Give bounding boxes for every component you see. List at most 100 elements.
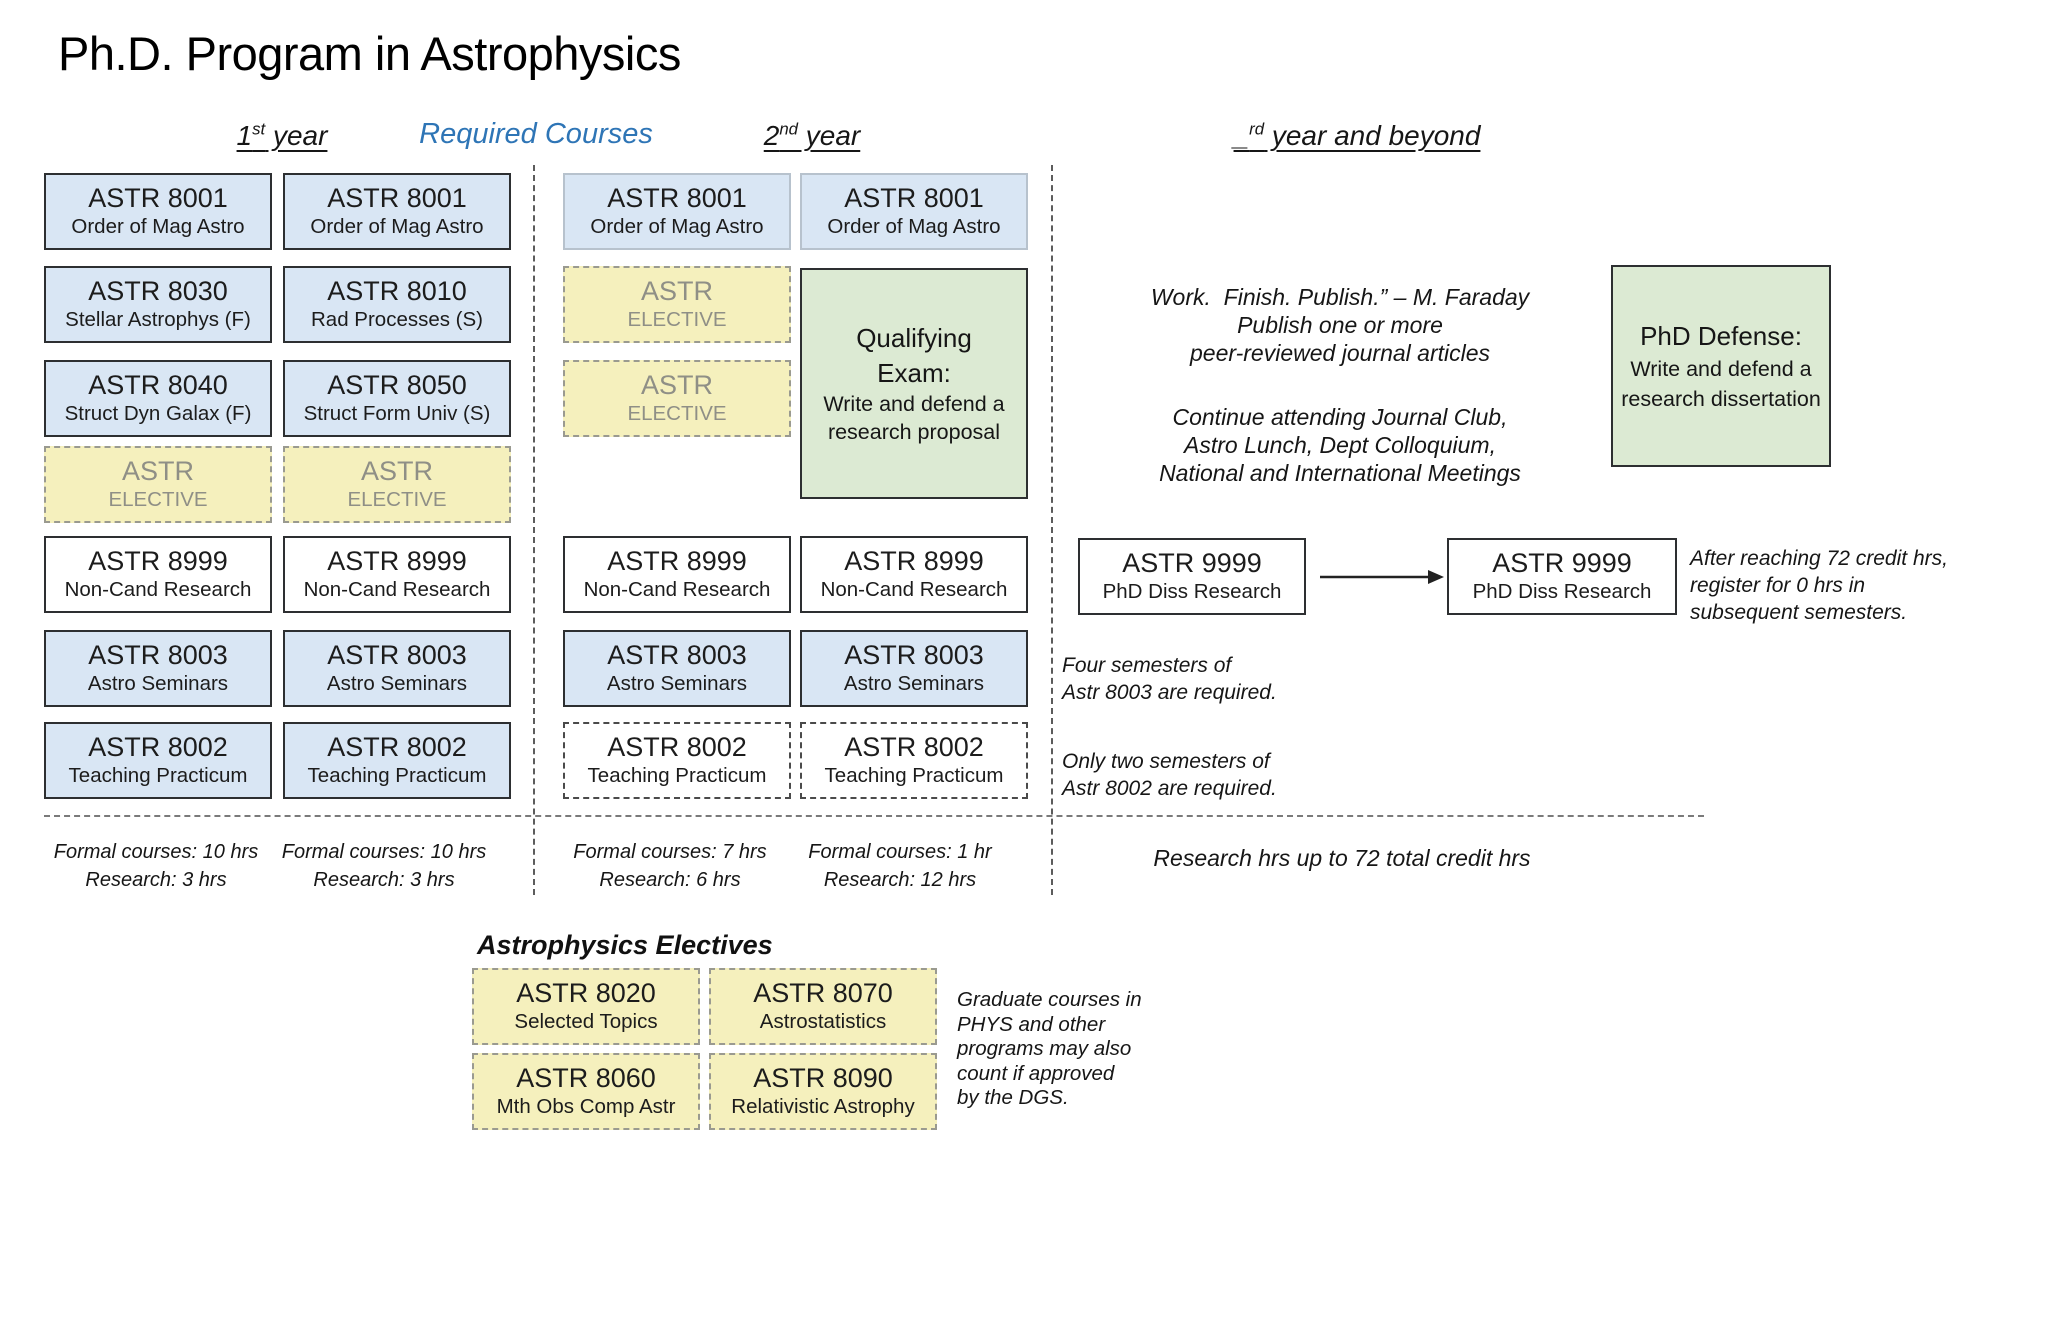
course-box: ASTR 8003 Astro Seminars: [283, 630, 511, 707]
course-code: ASTR 8001: [844, 183, 984, 214]
continue-line: Continue attending Journal Club,: [1172, 404, 1508, 430]
course-box: ASTR 8001 Order of Mag Astro: [44, 173, 272, 250]
year-1-number: 1: [236, 120, 253, 151]
hours-note-sem1: Formal courses: 10 hrs Research: 3 hrs: [36, 838, 276, 894]
four-semesters-note: Four semesters of Astr 8003 are required…: [1062, 652, 1292, 706]
course-box: ASTR 8040 Struct Dyn Galax (F): [44, 360, 272, 437]
course-name: Struct Form Univ (S): [303, 401, 491, 425]
course-box: ASTR 8002 Teaching Practicum: [44, 722, 272, 799]
course-code: ASTR 8999: [327, 546, 467, 577]
qualifying-exam-desc: research proposal: [827, 419, 1001, 444]
graduate-courses-note: Graduate courses in PHYS and other progr…: [957, 988, 1177, 1111]
course-box: ASTR 8999 Non-Cand Research: [283, 536, 511, 613]
qualifying-exam-title: Exam:: [877, 357, 951, 388]
note-line: Graduate courses in: [957, 988, 1142, 1011]
header-year-2: 2nd year: [712, 120, 912, 152]
course-name: Teaching Practicum: [68, 763, 248, 787]
elective-course-box: ASTR 8020 Selected Topics: [472, 968, 700, 1045]
course-code: ASTR 8003: [607, 640, 747, 671]
course-name: Teaching Practicum: [824, 763, 1004, 787]
course-box: ASTR 8002 Teaching Practicum: [800, 722, 1028, 799]
year-2-label: year: [798, 120, 861, 151]
course-name: Order of Mag Astro: [310, 214, 484, 238]
research-total-note: Research hrs up to 72 total credit hrs: [1153, 845, 1531, 871]
course-code: ASTR 8001: [607, 183, 747, 214]
note-line: After reaching 72 credit hrs,: [1690, 547, 1948, 570]
note-line: count if approved: [957, 1061, 1115, 1085]
course-code: ASTR: [640, 370, 713, 401]
year-divider-2: [1051, 165, 1053, 895]
course-name: Non-Cand Research: [583, 577, 771, 601]
course-box: ASTR 8999 Non-Cand Research: [563, 536, 791, 613]
page-title: Ph.D. Program in Astrophysics: [58, 27, 681, 80]
note-line: register for 0 hrs in: [1690, 574, 1866, 597]
course-code: ASTR: [640, 276, 713, 307]
year-3-blank: _: [1233, 120, 1250, 151]
course-name: Order of Mag Astro: [71, 214, 245, 238]
note-line: by the DGS.: [957, 1086, 1069, 1109]
note-line: Astr 8003 are required.: [1062, 681, 1277, 704]
phd-defense-title: PhD Defense:: [1640, 320, 1802, 351]
note-line: Four semesters of: [1062, 654, 1232, 677]
course-code: ASTR: [121, 456, 194, 487]
course-code: ASTR 8020: [516, 978, 656, 1009]
course-box: ASTR 8003 Astro Seminars: [44, 630, 272, 707]
course-name: Mth Obs Comp Astr: [496, 1094, 676, 1118]
faraday-quote: Work. Finish. Publish.” – M. Faraday: [1150, 284, 1530, 310]
hours-divider: [44, 815, 1704, 817]
note-line: subsequent semesters.: [1690, 601, 1908, 624]
course-code: ASTR 9999: [1492, 548, 1632, 579]
course-name: Rad Processes (S): [310, 307, 484, 331]
diss-research-box-1: ASTR 9999 PhD Diss Research: [1078, 538, 1306, 615]
year-1-ordinal: st: [252, 119, 266, 139]
course-code: ASTR 8030: [88, 276, 228, 307]
course-box: ASTR 8003 Astro Seminars: [800, 630, 1028, 707]
course-code: ASTR 8001: [327, 183, 467, 214]
course-code: ASTR 8010: [327, 276, 467, 307]
note-line: Research: 12 hrs: [823, 869, 977, 891]
course-code: ASTR: [360, 456, 433, 487]
course-name: Non-Cand Research: [64, 577, 252, 601]
year-3-label: year and beyond: [1264, 120, 1481, 151]
course-code: ASTR 8003: [88, 640, 228, 671]
elective-placeholder-box: ASTR ELECTIVE: [44, 446, 272, 523]
course-box: ASTR 8999 Non-Cand Research: [44, 536, 272, 613]
electives-header: Astrophysics Electives: [477, 930, 773, 960]
course-box: ASTR 8002 Teaching Practicum: [283, 722, 511, 799]
note-line: Research: 3 hrs: [85, 869, 227, 891]
header-required-courses: Required Courses: [419, 118, 653, 150]
course-code: ASTR 8040: [88, 370, 228, 401]
course-box: ASTR 8001 Order of Mag Astro: [800, 173, 1028, 250]
course-name: Relativistic Astrophy: [731, 1094, 915, 1118]
course-box: ASTR 8030 Stellar Astrophys (F): [44, 266, 272, 343]
note-line: programs may also: [957, 1037, 1132, 1060]
course-name: Non-Cand Research: [303, 577, 491, 601]
course-code: ASTR 8090: [753, 1063, 893, 1094]
course-code: ASTR 8050: [327, 370, 467, 401]
qualifying-exam-title: Qualifying: [856, 322, 972, 353]
course-name: Teaching Practicum: [307, 763, 487, 787]
course-name: Astro Seminars: [87, 671, 229, 695]
course-code: ASTR 8001: [88, 183, 228, 214]
course-box: ASTR 8001 Order of Mag Astro: [283, 173, 511, 250]
course-code: ASTR 8002: [88, 732, 228, 763]
arrow-right: [1318, 566, 1446, 588]
phd-defense-box: PhD Defense: Write and defend a research…: [1611, 265, 1831, 467]
note-line: Research: 6 hrs: [599, 869, 741, 891]
year-divider-1: [533, 165, 535, 895]
hours-note-sem3: Formal courses: 7 hrs Research: 6 hrs: [550, 838, 790, 894]
course-code: ASTR 8070: [753, 978, 893, 1009]
hours-note-sem2: Formal courses: 10 hrs Research: 3 hrs: [264, 838, 504, 894]
course-name: Stellar Astrophys (F): [65, 307, 251, 331]
publish-line: Publish one or more: [1237, 312, 1443, 338]
course-name: ELECTIVE: [627, 401, 727, 425]
course-code: ASTR 8003: [327, 640, 467, 671]
course-code: ASTR 9999: [1122, 548, 1262, 579]
after-72-credits-note: After reaching 72 credit hrs, register f…: [1690, 545, 1950, 626]
note-line: Formal courses: 10 hrs: [281, 841, 487, 863]
year-3-ordinal: rd: [1249, 119, 1265, 139]
course-name: Order of Mag Astro: [590, 214, 764, 238]
course-code: ASTR 8999: [607, 546, 747, 577]
course-box: ASTR 8001 Order of Mag Astro: [563, 173, 791, 250]
year-1-label: year: [265, 120, 328, 151]
